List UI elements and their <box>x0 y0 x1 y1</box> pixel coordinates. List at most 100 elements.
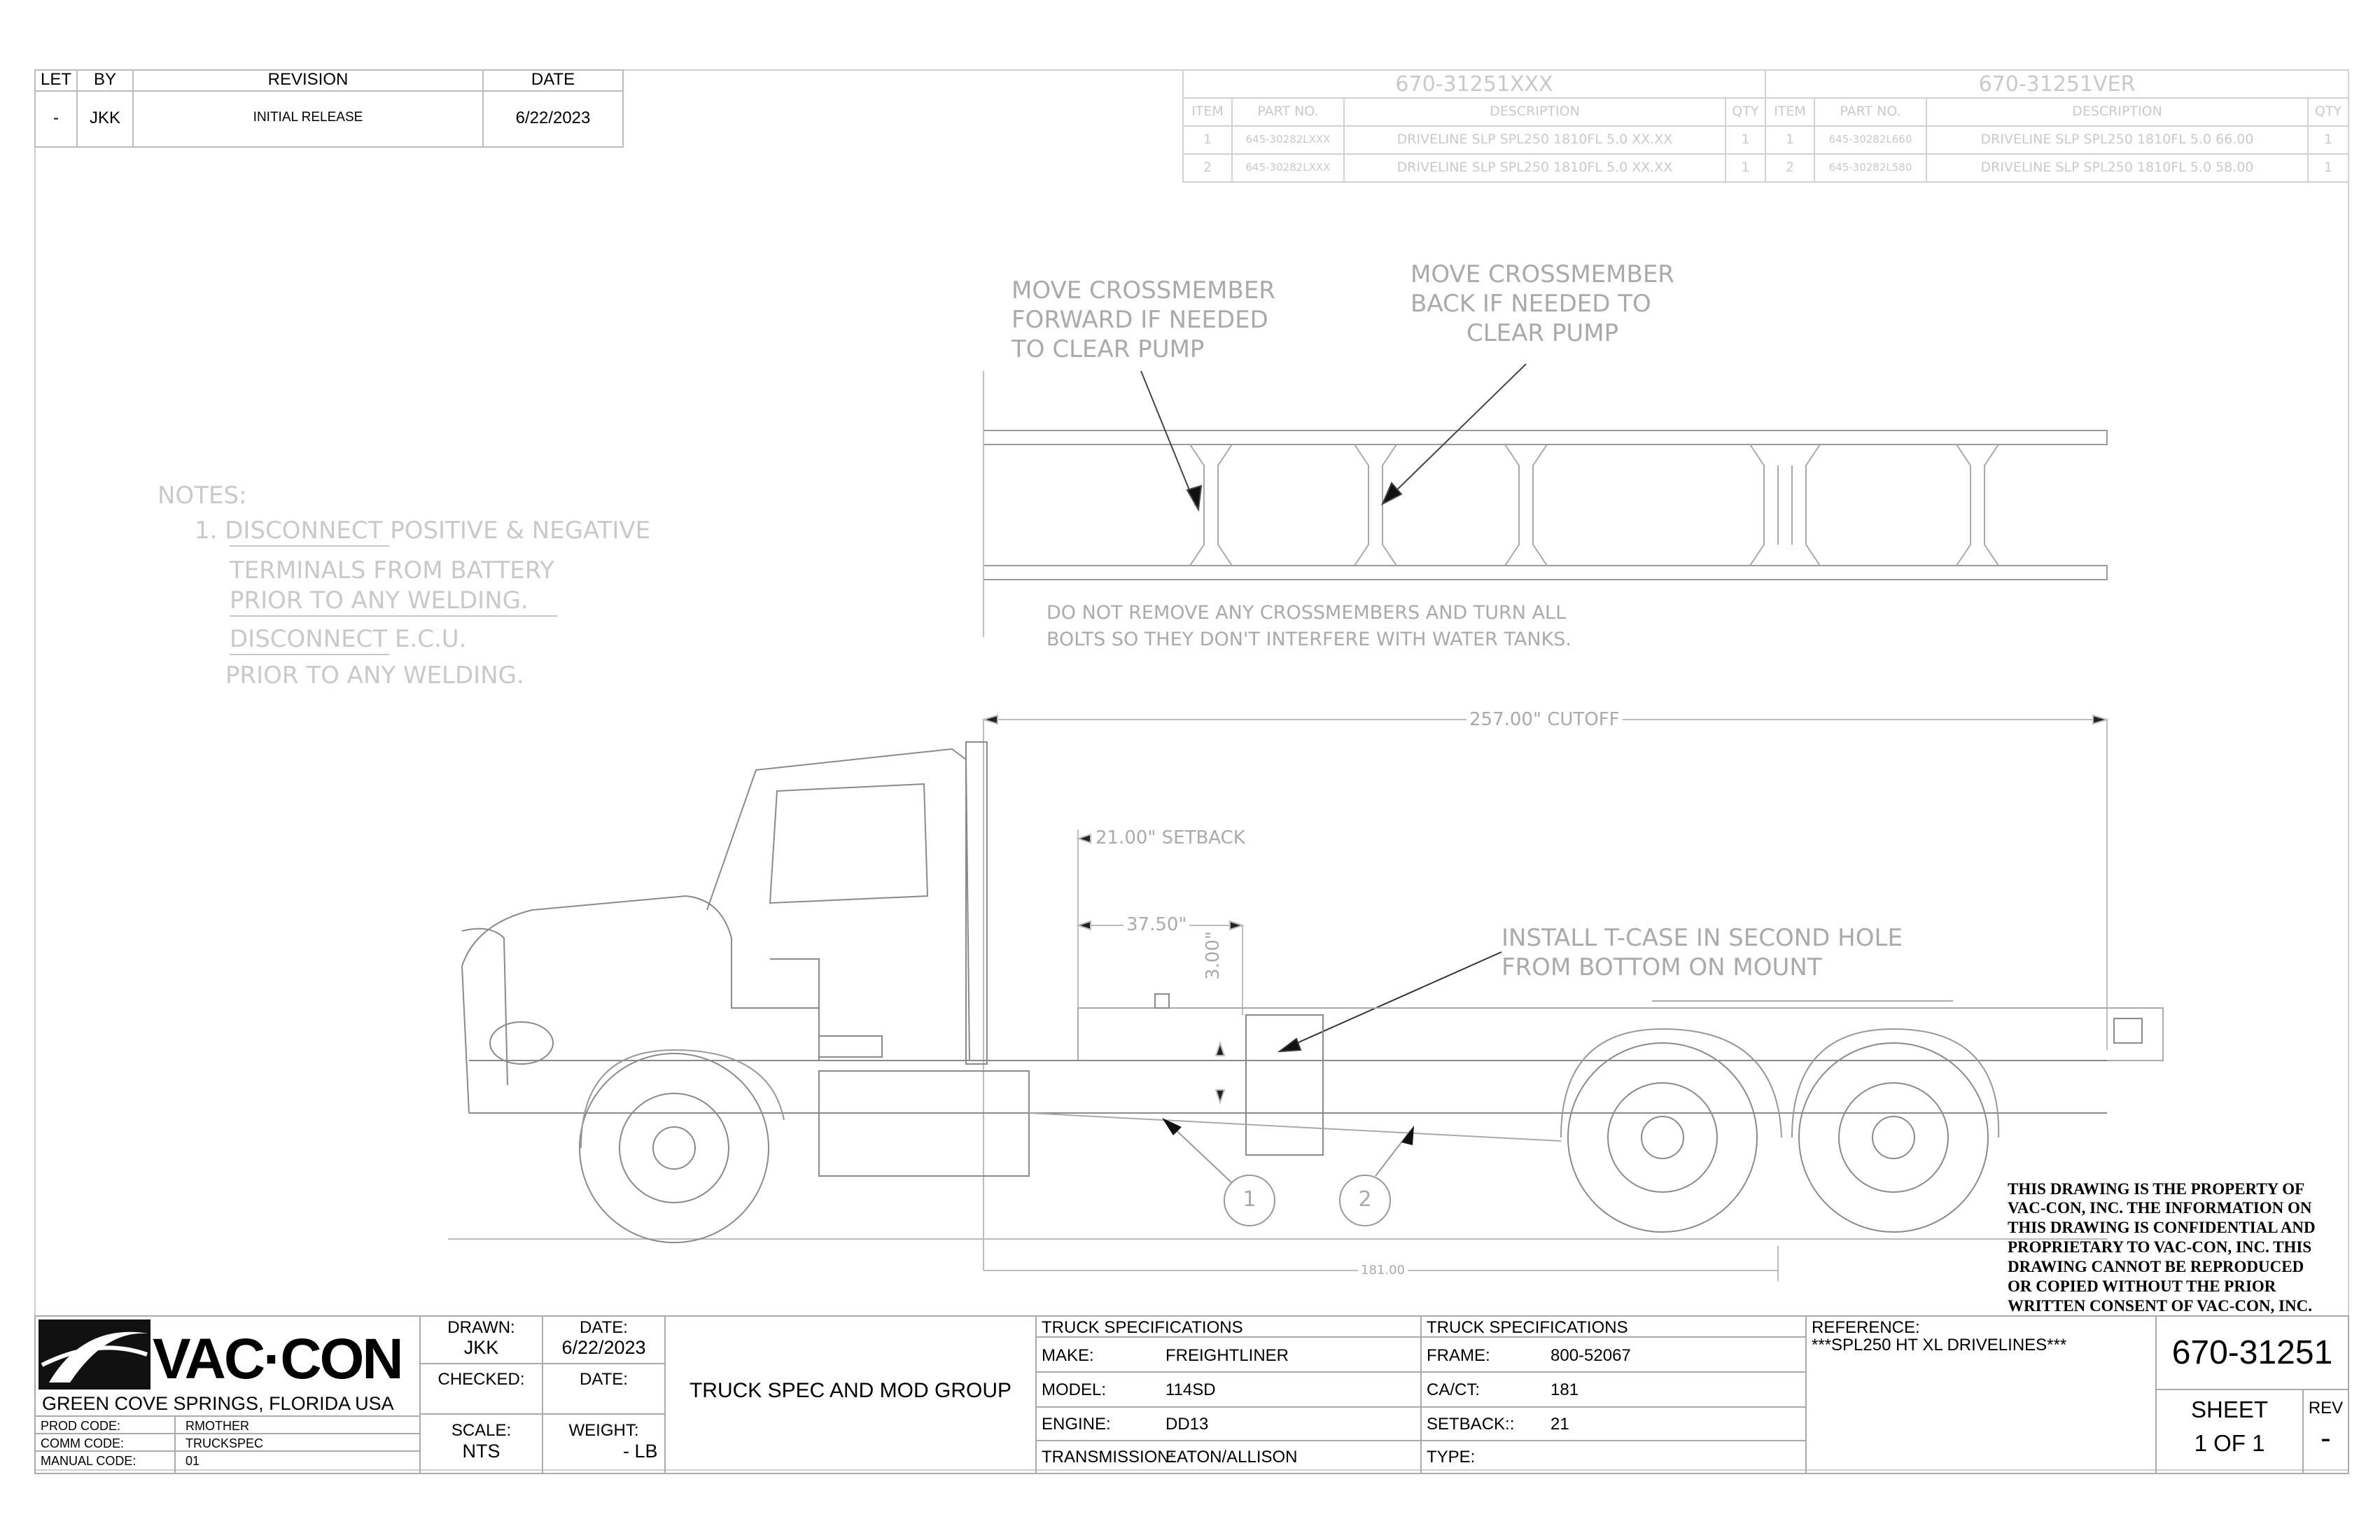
callout-do-not-remove-1: DO NOT REMOVE ANY CROSSMEMBERS AND TURN … <box>1046 602 1567 624</box>
tcase-leader <box>1277 951 1502 1053</box>
make-label: MAKE: <box>1042 1346 1094 1365</box>
truck-side-view <box>448 741 2164 1243</box>
scale-label: SCALE: <box>451 1421 512 1440</box>
dim-181: 181.00 <box>1358 1263 1408 1278</box>
frame-plan-view <box>983 371 2108 637</box>
callout-do-not-remove-2: BOLTS SO THEY DON'T INTERFERE WITH WATER… <box>1046 629 1572 650</box>
bom-left-r1-item: 1 <box>1203 132 1212 147</box>
bom-left-header-part: PART NO. <box>1257 104 1319 119</box>
engine-value: DD13 <box>1166 1415 1209 1434</box>
property-notice-1: THIS DRAWING IS THE PROPERTY OF <box>2008 1180 2305 1198</box>
bom-right-r2-desc: DRIVELINE SLP SPL250 1810FL 5.0 58.00 <box>1980 160 2254 175</box>
engine-label: ENGINE: <box>1042 1415 1111 1434</box>
bom-right-r1-desc: DRIVELINE SLP SPL250 1810FL 5.0 66.00 <box>1980 132 2254 147</box>
rev-description: INITIAL RELEASE <box>253 110 363 125</box>
callout-forward-3: TO CLEAR PUMP <box>1011 335 1205 363</box>
bom-left-header-qty: QTY <box>1732 104 1759 119</box>
bom-right-r2-part: 645-30282L580 <box>1828 161 1912 174</box>
reference-label: REFERENCE: <box>1812 1318 1920 1337</box>
notes-heading: NOTES: <box>158 482 247 510</box>
bom-right-r1-item: 1 <box>1785 132 1795 147</box>
manual-code: 01 <box>186 1454 200 1468</box>
callout-forward-2: FORWARD IF NEEDED <box>1011 306 1268 334</box>
drawn-value: JKK <box>463 1337 499 1358</box>
bom-right-r2-qty: 1 <box>2323 160 2333 175</box>
dim-setback: 21.00" SETBACK <box>1096 827 1245 848</box>
vac-con-logo-text: VAC·CON <box>153 1327 404 1391</box>
bom-left-r2-part: 645-30282LXXX <box>1245 161 1331 174</box>
bom-left-r1-part: 645-30282LXXX <box>1245 133 1331 146</box>
property-notice-2: VAC-CON, INC. THE INFORMATION ON <box>2008 1199 2312 1217</box>
setback-value: 21 <box>1550 1415 1569 1434</box>
vac-con-logo-mark <box>38 1320 150 1390</box>
make-value: FREIGHTLINER <box>1166 1346 1289 1365</box>
bom-left-header-item: ITEM <box>1191 104 1224 119</box>
bom-right-header-part: PART NO. <box>1840 104 1901 119</box>
spec2-title: TRUCK SPECIFICATIONS <box>1427 1318 1628 1337</box>
drawn-label: DRAWN: <box>447 1318 515 1337</box>
bom-right-r1-part: 645-30282L660 <box>1828 133 1912 146</box>
bom-left-r2-qty: 1 <box>1741 160 1750 175</box>
bom-left-r1-qty: 1 <box>1741 132 1750 147</box>
balloon-2: 2 <box>1358 1187 1372 1212</box>
bom-table-lines <box>1182 69 2349 183</box>
bom-left-r2-item: 2 <box>1203 160 1212 175</box>
rev-value: - <box>2320 1421 2331 1455</box>
bom-right-header-item: ITEM <box>1774 104 1806 119</box>
prod-code: RMOTHER <box>186 1419 249 1433</box>
notes-line-5: PRIOR TO ANY WELDING. <box>225 662 524 690</box>
notes-line-2: TERMINALS FROM BATTERY <box>230 556 554 584</box>
transmission-label: TRANSMISSION: <box>1042 1448 1175 1466</box>
type-label: TYPE: <box>1427 1448 1476 1466</box>
model-value: 114SD <box>1166 1380 1216 1399</box>
rev-date: 6/22/2023 <box>515 108 591 127</box>
bom-right-r1-qty: 1 <box>2323 132 2333 147</box>
sheet-value: 1 OF 1 <box>2194 1430 2265 1456</box>
notes-line-4: DISCONNECT E.C.U. <box>230 625 467 653</box>
rev-header-by: BY <box>93 70 116 89</box>
dim-cutoff: 257.00" CUTOFF <box>1466 709 1623 730</box>
driveline-balloons <box>1168 1123 1411 1226</box>
property-notice-3: THIS DRAWING IS CONFIDENTIAL AND <box>2008 1219 2316 1236</box>
callout-back-2: BACK IF NEEDED TO <box>1410 290 1651 318</box>
bom-right-title: 670-31251VER <box>1978 72 2136 97</box>
prod-code-label: PROD CODE: <box>41 1419 121 1433</box>
model-label: MODEL: <box>1042 1380 1107 1399</box>
checked-label: CHECKED: <box>438 1370 525 1389</box>
comm-code-label: COMM CODE: <box>41 1436 124 1450</box>
transmission-value: EATON/ALLISON <box>1166 1448 1298 1466</box>
setback-label: SETBACK:: <box>1427 1415 1515 1434</box>
title-block-lines <box>34 1315 2349 1474</box>
weight-label: WEIGHT: <box>568 1421 639 1440</box>
rev-header-let: LET <box>40 70 71 89</box>
rev-header-date: DATE <box>531 70 575 89</box>
comm-code: TRUCKSPEC <box>186 1436 264 1450</box>
dim-37-50: 37.50" <box>1124 914 1190 935</box>
rev-let: - <box>53 108 59 127</box>
balloon-1: 1 <box>1242 1187 1256 1212</box>
bom-left-header-desc: DESCRIPTION <box>1490 104 1580 119</box>
weight-value: - LB <box>623 1441 658 1462</box>
reference-value: ***SPL250 HT XL DRIVELINES*** <box>1812 1336 2067 1354</box>
sheet-label: SHEET <box>2190 1396 2269 1422</box>
spec1-title: TRUCK SPECIFICATIONS <box>1042 1318 1243 1337</box>
notes-line-3: PRIOR TO ANY WELDING. <box>230 587 528 615</box>
bom-left-r2-desc: DRIVELINE SLP SPL250 1810FL 5.0 XX.XX <box>1396 160 1673 175</box>
crossmember-leaders <box>1140 363 1527 512</box>
callout-install-tcase-1: INSTALL T-CASE IN SECOND HOLE <box>1502 924 1903 952</box>
driveline-arrows <box>1162 1118 1414 1145</box>
property-notice-7: WRITTEN CONSENT OF VAC-CON, INC. <box>2008 1297 2312 1315</box>
logo-location: GREEN COVE SPRINGS, FLORIDA USA <box>42 1393 394 1414</box>
date-label: DATE: <box>580 1318 628 1337</box>
callout-back-3: CLEAR PUMP <box>1466 319 1619 347</box>
dim-3-00: 3.00" <box>1203 931 1224 980</box>
revision-table-lines <box>34 69 624 148</box>
bom-right-r2-item: 2 <box>1785 160 1795 175</box>
date-value: 6/22/2023 <box>561 1337 646 1358</box>
drawing-number: 670-31251 <box>2171 1334 2333 1371</box>
bom-left-title: 670-31251XXX <box>1395 72 1553 97</box>
bom-right-header-desc: DESCRIPTION <box>2072 104 2162 119</box>
bom-left-r1-desc: DRIVELINE SLP SPL250 1810FL 5.0 XX.XX <box>1396 132 1673 147</box>
cact-label: CA/CT: <box>1427 1380 1480 1399</box>
